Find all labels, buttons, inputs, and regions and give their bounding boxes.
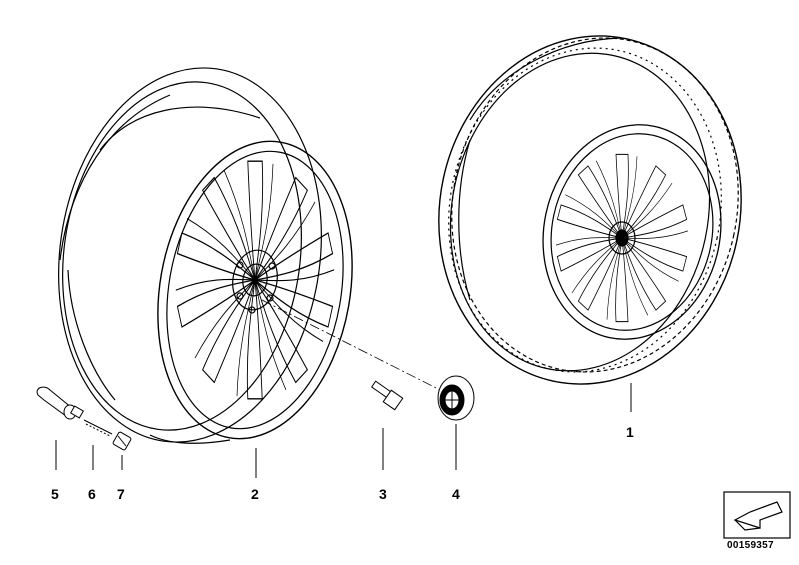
callout-4-hub-cap: 4: [452, 486, 460, 502]
wheel-bolt: [370, 380, 404, 411]
valve-cap: [112, 431, 132, 451]
complete-wheel: [438, 35, 742, 385]
callout-5-valve: 5: [51, 486, 59, 502]
valve-insert: [83, 419, 113, 437]
callout-2-rim: 2: [251, 486, 259, 502]
rim: [58, 67, 353, 444]
hub-cap: [437, 375, 475, 421]
callout-7-valve-cap: 7: [117, 486, 125, 502]
return-arrow-icon[interactable]: [723, 491, 791, 539]
callout-6-valve-insert: 6: [88, 486, 96, 502]
leader-lines: [55, 383, 632, 478]
assembly-axis-line: [261, 299, 451, 396]
callout-1-tire: 1: [626, 424, 634, 440]
tire-valve: [36, 386, 85, 420]
callout-3-bolt: 3: [379, 486, 387, 502]
document-number: 00159357: [727, 540, 774, 551]
